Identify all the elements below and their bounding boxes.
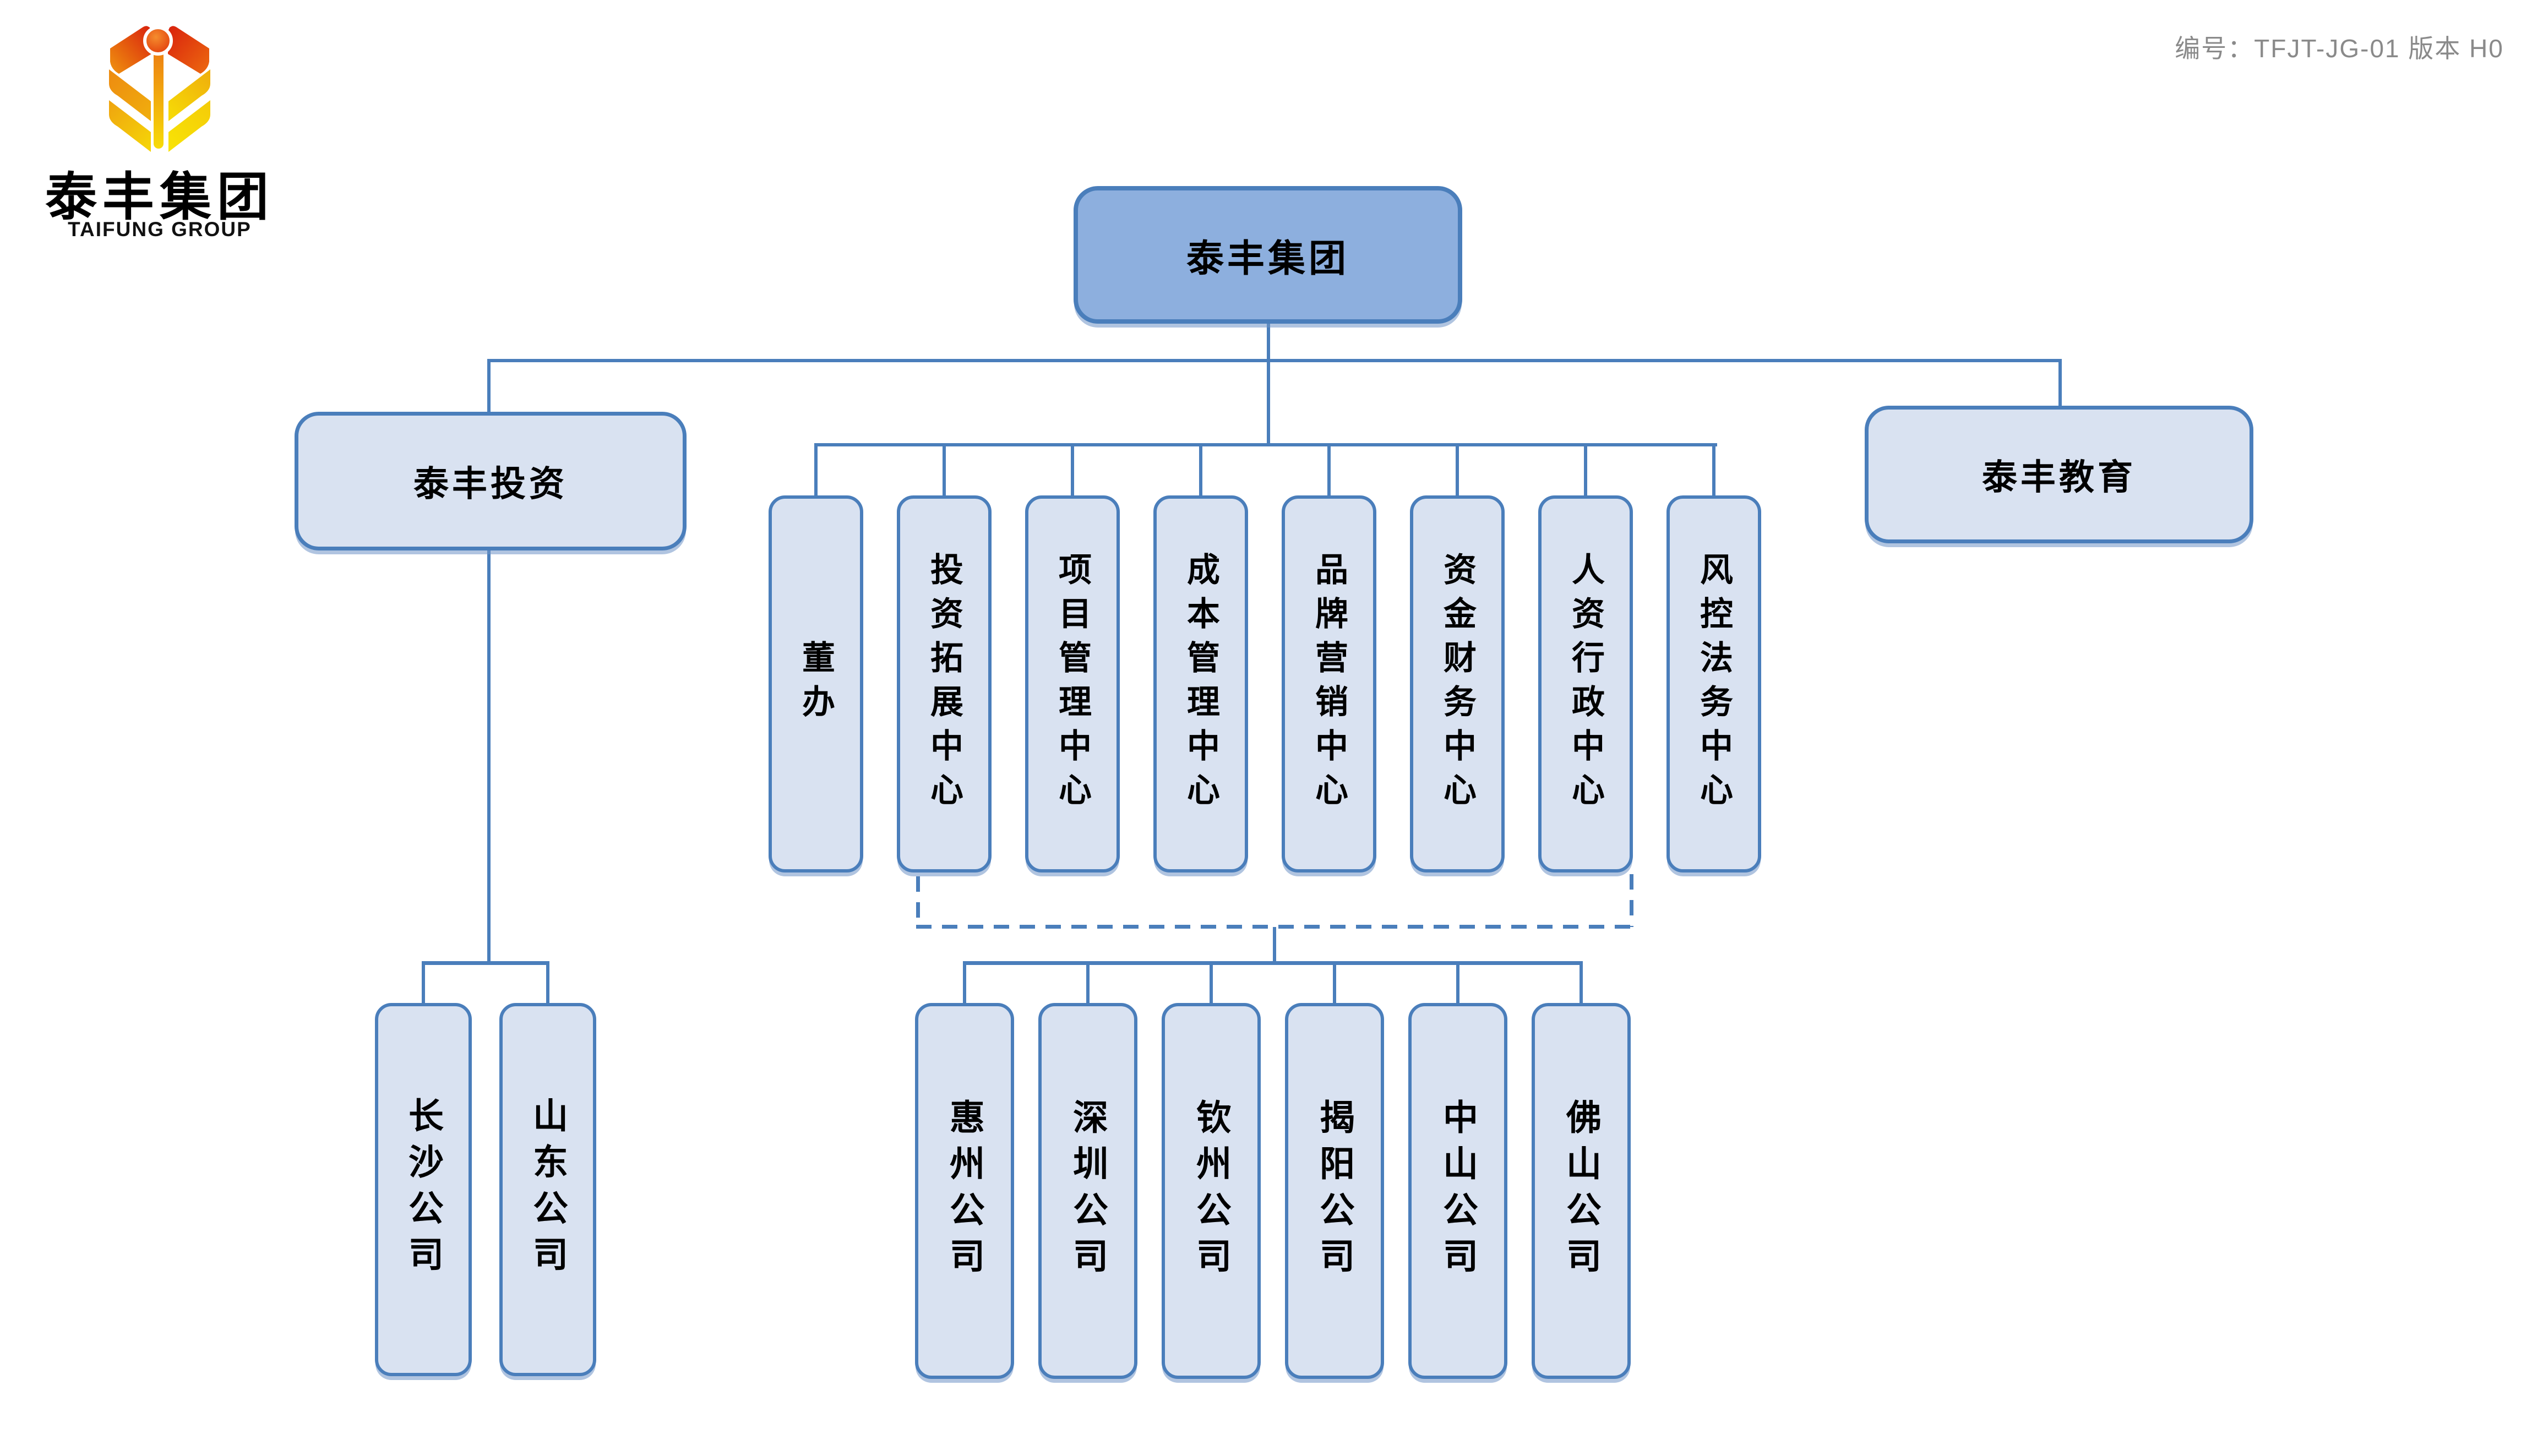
connector-dept-stub (1584, 443, 1587, 497)
connector-dept-stub (814, 443, 818, 497)
org-node-label: 董办 (797, 640, 835, 728)
org-node-company: 揭阳公司 (1285, 1003, 1384, 1379)
org-node-company: 长沙公司 (375, 1003, 472, 1376)
connector-root-drop (1267, 322, 1270, 362)
org-node-label: 风控法务中心 (1695, 552, 1733, 816)
connector-investment-stub (546, 961, 549, 1004)
logo-company-name-en: TAIFUNG GROUP (68, 218, 252, 241)
org-node-label: 资金财务中心 (1439, 552, 1476, 816)
org-node-label: 成本管理中心 (1182, 552, 1219, 816)
org-node-label: 泰丰教育 (1982, 457, 2136, 497)
org-node-dept: 资金财务中心 (1410, 495, 1505, 872)
connector-investment-rail (422, 961, 549, 965)
org-node-dept: 品牌营销中心 (1282, 495, 1376, 872)
org-node-dept: 项目管理中心 (1025, 495, 1120, 872)
logo: 泰丰集团 TAIFUNG GROUP (0, 0, 308, 259)
org-node-label: 揭阳公司 (1315, 1098, 1354, 1284)
connector-subsidiary-stub (963, 961, 966, 1004)
org-node-company: 山东公司 (499, 1003, 596, 1376)
org-node-investment: 泰丰投资 (295, 412, 687, 550)
org-node-company: 惠州公司 (915, 1003, 1014, 1379)
dashed-link-right (1630, 874, 1633, 927)
connector-investment-stub (422, 961, 425, 1004)
connector-investment-drop (487, 359, 491, 413)
org-node-label: 中山公司 (1438, 1098, 1478, 1284)
connector-dept-stub (1456, 443, 1459, 497)
connector-dept-stub (1327, 443, 1331, 497)
org-node-label: 深圳公司 (1068, 1098, 1108, 1284)
connector-subsidiary-stub (1456, 961, 1459, 1004)
org-node-label: 人资行政中心 (1567, 552, 1604, 816)
document-code: 编号：TFJT-JG-01 版本 H0 (2175, 34, 2504, 63)
dashed-link-rail (916, 925, 1633, 929)
connector-level1-rail (487, 359, 2062, 362)
connector-departments-drop (1267, 359, 1270, 445)
connector-dept-stub (1199, 443, 1202, 497)
connector-dept-stub (1071, 443, 1074, 497)
connector-subsidiary-stub (1210, 961, 1213, 1004)
org-node-dept: 人资行政中心 (1538, 495, 1633, 872)
org-node-dept: 风控法务中心 (1666, 495, 1761, 872)
org-node-label: 泰丰集团 (1186, 237, 1349, 280)
connector-subsidiary-stub (1580, 961, 1583, 1004)
connector-investment-trunk (487, 549, 491, 962)
org-node-label: 长沙公司 (404, 1097, 443, 1282)
connector-subsidiaries-drop (1273, 927, 1276, 963)
org-node-company: 深圳公司 (1038, 1003, 1137, 1379)
org-node-dept: 董办 (769, 495, 863, 872)
connector-dept-stub (943, 443, 946, 497)
org-node-label: 泰丰投资 (413, 464, 568, 504)
wheat-emblem-icon (109, 26, 210, 152)
org-node-education: 泰丰教育 (1865, 406, 2253, 543)
org-node-label: 惠州公司 (945, 1098, 984, 1284)
org-node-label: 品牌营销中心 (1310, 552, 1348, 816)
org-node-company: 佛山公司 (1532, 1003, 1631, 1379)
org-node-company: 中山公司 (1408, 1003, 1507, 1379)
connector-education-drop (2058, 359, 2062, 407)
org-node-dept: 成本管理中心 (1153, 495, 1248, 872)
org-node-label: 钦州公司 (1191, 1098, 1231, 1284)
connector-dept-stub (1712, 443, 1715, 497)
connector-subsidiary-stub (1333, 961, 1336, 1004)
dashed-link-left (916, 876, 920, 927)
connector-subsidiaries-rail (963, 961, 1583, 965)
org-node-label: 项目管理中心 (1054, 552, 1091, 816)
org-node-company: 钦州公司 (1162, 1003, 1261, 1379)
org-node-label: 佛山公司 (1561, 1098, 1601, 1284)
org-node-dept: 投资拓展中心 (897, 495, 992, 872)
connector-departments-rail (814, 443, 1717, 446)
logo-company-name: 泰丰集团 (45, 168, 274, 226)
org-node-root: 泰丰集团 (1074, 186, 1462, 324)
connector-subsidiary-stub (1086, 961, 1090, 1004)
org-node-label: 山东公司 (528, 1097, 568, 1282)
org-node-label: 投资拓展中心 (925, 552, 963, 816)
